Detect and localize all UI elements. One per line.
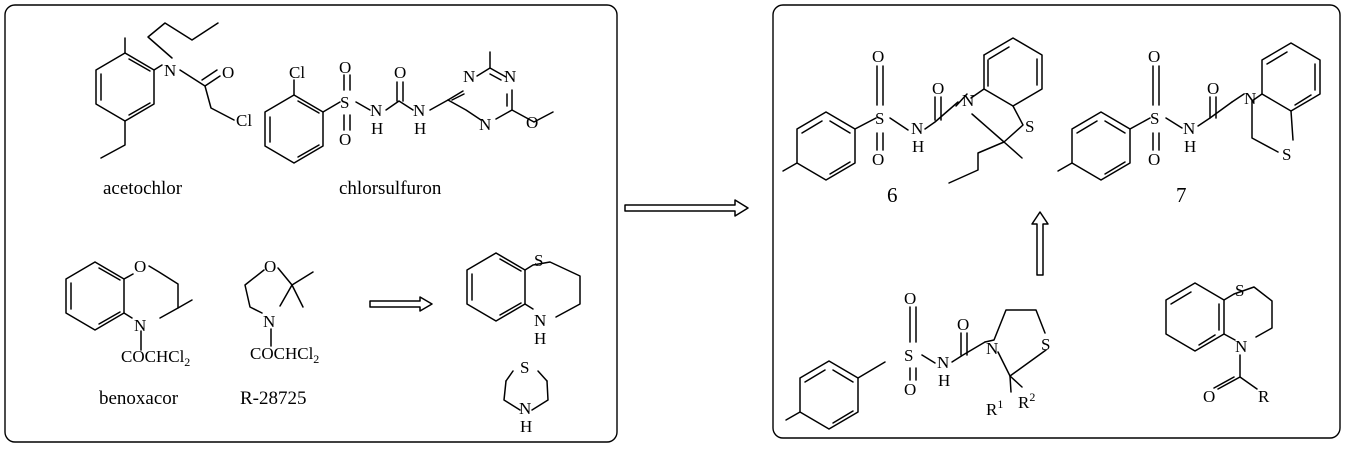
atom-cl: Cl [289, 63, 305, 82]
label-benoxacor: benoxacor [99, 388, 179, 409]
atom-n: N [1244, 89, 1256, 108]
atom-n: N [534, 311, 546, 330]
atom-n: N [134, 316, 146, 335]
acyl-group-cochcl2: COCHCl2 [250, 344, 319, 366]
substituent-r2: R2 [1018, 390, 1035, 412]
atom-h: H [414, 119, 426, 138]
atom-o: O [394, 63, 406, 82]
atom-n: N [413, 101, 425, 120]
atom-n: N [263, 312, 275, 331]
atom-o: O [264, 257, 276, 276]
open-arrow-main [624, 199, 749, 217]
atom-n: N [479, 115, 491, 134]
atom-s: S [534, 251, 543, 270]
atom-o: O [872, 150, 884, 169]
substituent-r1: R1 [986, 397, 1003, 419]
left-panel-frame [4, 4, 618, 443]
atom-h: H [534, 329, 546, 348]
label-chlorsulfuron: chlorsulfuron [339, 178, 442, 199]
atom-h: H [1184, 137, 1196, 156]
atom-s: S [1041, 335, 1050, 354]
atom-s: S [1025, 117, 1034, 136]
atom-cl: Cl [236, 111, 252, 130]
atom-o: O [904, 289, 916, 308]
atom-n: N [937, 353, 949, 372]
atom-s: S [340, 93, 349, 112]
open-arrow-small [369, 296, 433, 312]
open-arrow-vertical [1031, 211, 1049, 276]
atom-n: N [962, 91, 974, 110]
benoxacor-structure: O N COCHCl2 [65, 257, 193, 369]
atom-o: O [1203, 387, 1215, 406]
acyl-group-cochcl2: COCHCl2 [121, 347, 190, 369]
atom-n: N [370, 101, 382, 120]
atom-o: O [932, 79, 944, 98]
compound-7-structure: S O O N H O N S [1057, 42, 1321, 181]
atom-o: O [1148, 150, 1160, 169]
benzothiazine-structure: S N H [466, 251, 581, 348]
atom-s: S [904, 346, 913, 365]
atom-n: N [1235, 337, 1247, 356]
atom-s: S [1150, 109, 1159, 128]
atom-o: O [1207, 79, 1219, 98]
atom-s: S [1282, 145, 1291, 164]
compound-6-structure: S O O N H O N S [782, 37, 1043, 184]
atom-o: O [526, 113, 538, 132]
thiazolidine-sulfonylurea-structure: S O O N H O N S R1 R2 [785, 289, 1050, 430]
chlorsulfuron-structure: Cl S O O N H O N H N N N O [264, 51, 554, 164]
atom-n: N [463, 67, 475, 86]
acyl-benzothiazine-structure: S N O R [1165, 281, 1273, 406]
r28725-structure: O N COCHCl2 [244, 257, 319, 366]
acetochlor-structure: N O Cl [95, 22, 252, 159]
atom-o: O [1148, 47, 1160, 66]
atom-s: S [520, 358, 529, 377]
atom-s: S [875, 109, 884, 128]
compound-number-6: 6 [887, 183, 898, 207]
label-acetochlor: acetochlor [103, 178, 183, 199]
atom-s: S [1235, 281, 1244, 300]
atom-h: H [912, 137, 924, 156]
atom-h: H [520, 417, 532, 436]
label-r28725: R-28725 [240, 388, 307, 409]
atom-n: N [519, 399, 531, 418]
atom-o: O [134, 257, 146, 276]
atom-h: H [371, 119, 383, 138]
thiazolidine-structure: S N H [503, 358, 549, 436]
atom-o: O [339, 58, 351, 77]
atom-n: N [164, 61, 176, 80]
atom-o: O [904, 380, 916, 399]
atom-o: O [222, 63, 234, 82]
atom-o: O [872, 47, 884, 66]
atom-n: N [504, 67, 516, 86]
atom-n: N [986, 339, 998, 358]
right-panel-frame [772, 4, 1341, 439]
atom-o: O [957, 315, 969, 334]
atom-h: H [938, 371, 950, 390]
atom-o: O [339, 130, 351, 149]
atom-n: N [911, 119, 923, 138]
compound-number-7: 7 [1176, 183, 1187, 207]
atom-n: N [1183, 119, 1195, 138]
atom-r: R [1258, 387, 1270, 406]
